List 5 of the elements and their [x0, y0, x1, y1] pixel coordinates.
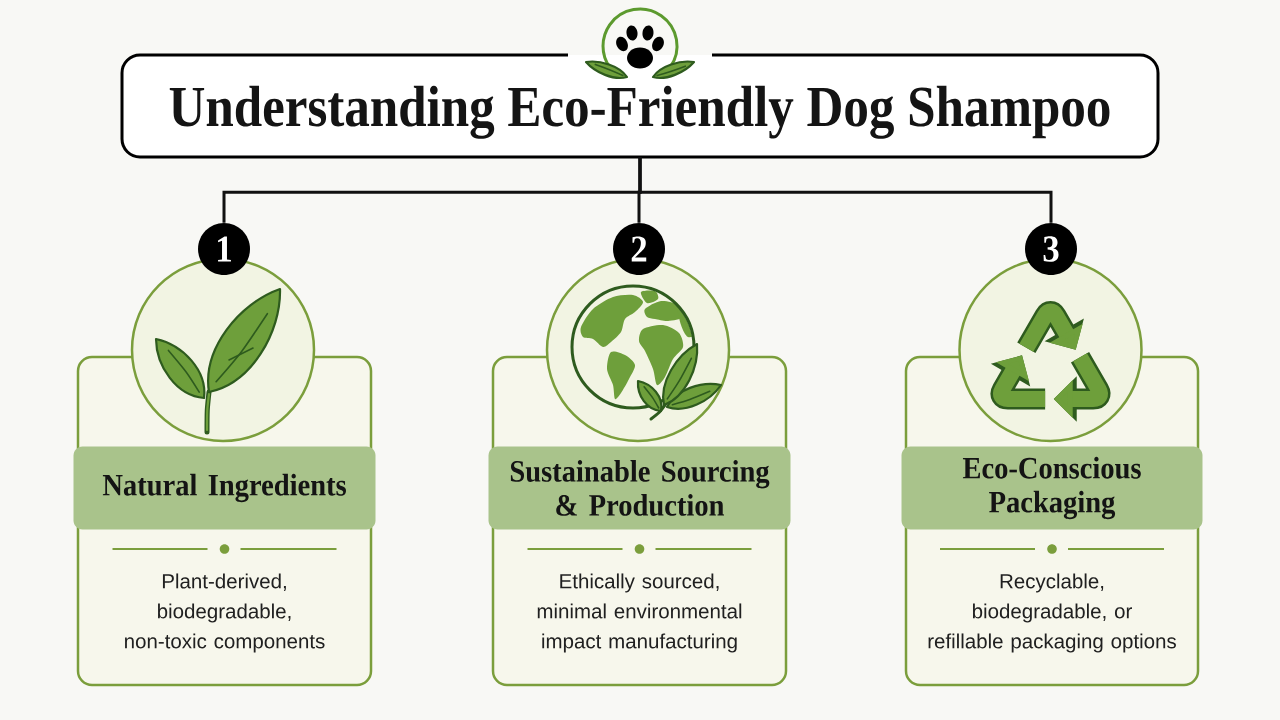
connector-line: [638, 157, 1053, 223]
heading-band: Eco-Conscious Packaging: [901, 446, 1203, 530]
heading-band: Natural Ingredients: [73, 446, 376, 530]
title-box: Understanding Eco-Friendly Dog Shampoo: [120, 53, 1160, 159]
heading-band: Sustainable Sourcing & Production: [488, 446, 791, 530]
